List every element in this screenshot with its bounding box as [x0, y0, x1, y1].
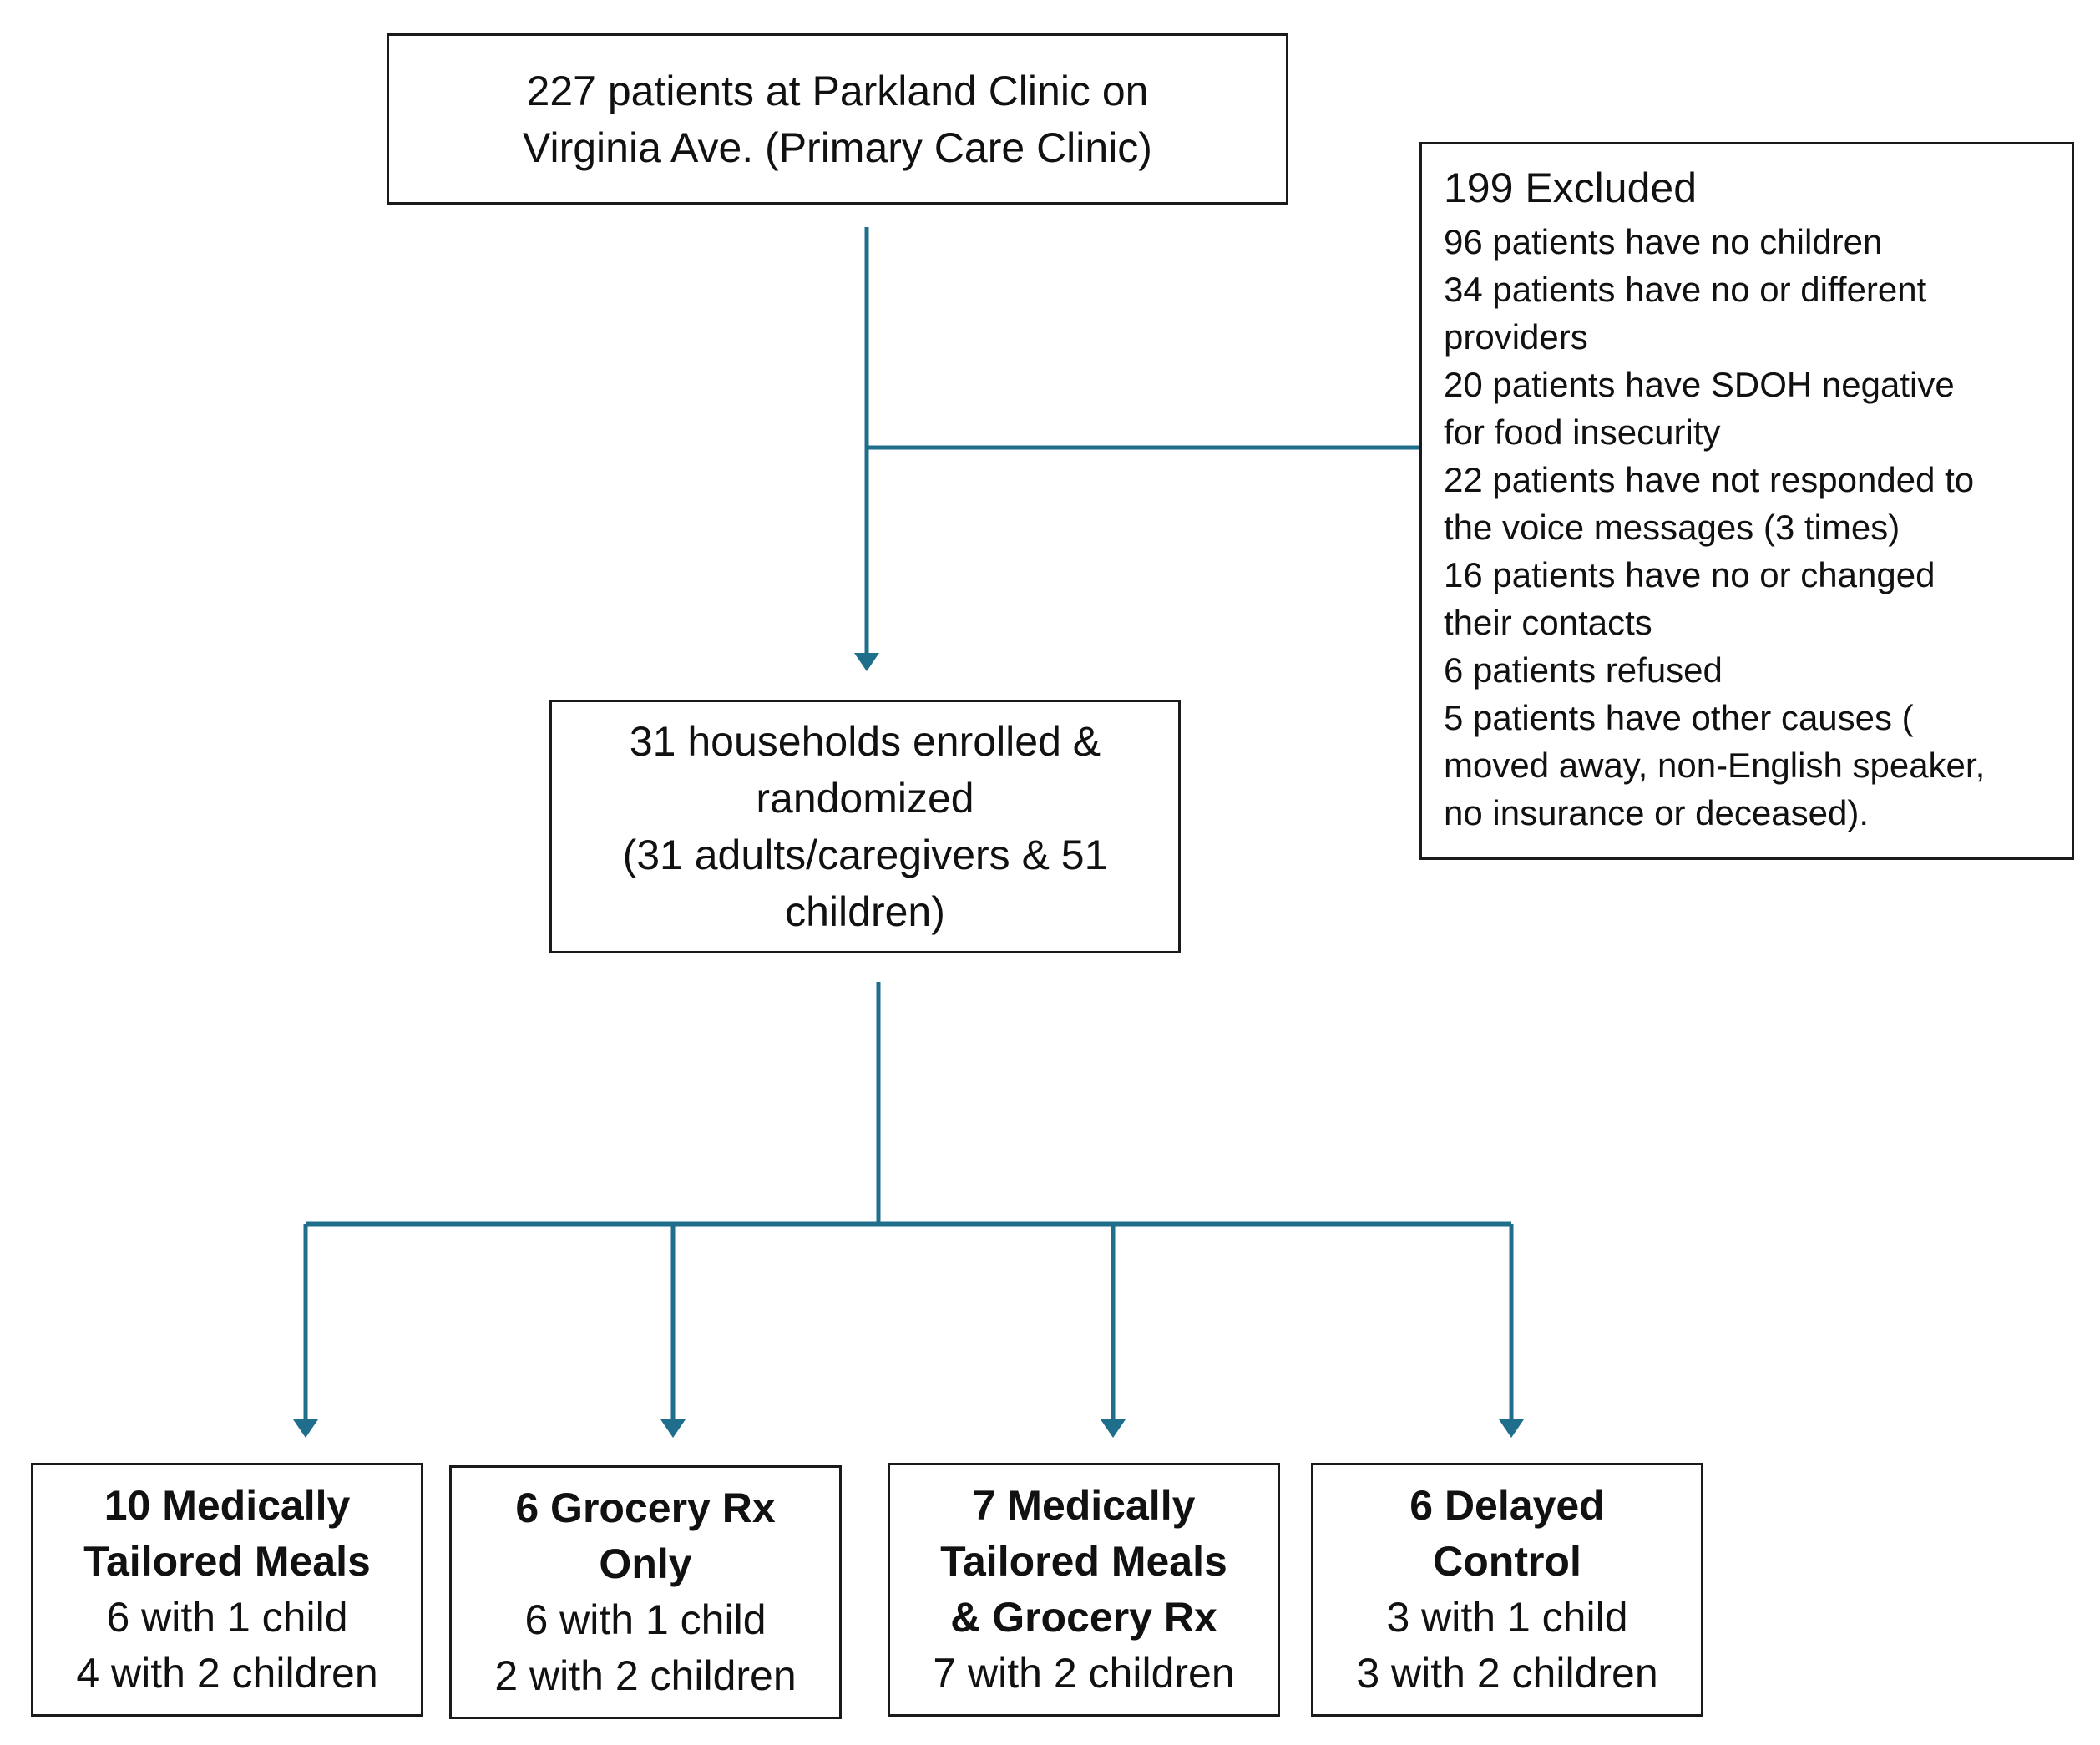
excluded-line: moved away, non-English speaker, [1444, 746, 1986, 785]
excluded-line: 96 patients have no children [1444, 222, 1883, 261]
excluded-line: for food insecurity [1444, 412, 1721, 452]
enrolled-line-3: (31 adults/caregivers & 51 [622, 832, 1108, 878]
excluded-line: 5 patients have other causes ( [1444, 698, 1914, 737]
source-population-line-2: Virginia Ave. (Primary Care Clinic) [523, 124, 1152, 171]
excluded-title: 199 Excluded [1444, 164, 1698, 211]
arm-box-delayed-control: 6 Delayed Control 3 with 1 child 3 with … [1311, 1463, 1703, 1717]
arrowhead-arm-4 [1499, 1419, 1524, 1438]
arm-title: Tailored Meals [83, 1538, 371, 1585]
arm-title: 7 Medically [972, 1482, 1196, 1529]
arm-title: 6 Grocery Rx [515, 1485, 776, 1531]
arm-box-meals-and-grocery-rx: 7 Medically Tailored Meals & Grocery Rx … [888, 1463, 1280, 1717]
arm-box-grocery-rx-only: 6 Grocery Rx Only 6 with 1 child 2 with … [449, 1465, 842, 1719]
arm-title: 6 Delayed [1409, 1482, 1605, 1529]
excluded-line: no insurance or deceased). [1444, 793, 1869, 832]
arm-detail: 3 with 1 child [1386, 1594, 1628, 1641]
excluded-line: 22 patients have not responded to [1444, 460, 1975, 499]
arm-detail: 2 with 2 children [494, 1652, 797, 1699]
arrowhead-arm-3 [1101, 1419, 1126, 1438]
excluded-line: 20 patients have SDOH negative [1444, 365, 1955, 404]
excluded-line: 34 patients have no or different [1444, 270, 1927, 309]
excluded-line: 6 patients refused [1444, 650, 1723, 690]
arrowhead-arm-2 [660, 1419, 686, 1438]
enrolled-box: 31 households enrolled & randomized (31 … [549, 700, 1181, 953]
arm-box-medically-tailored-meals: 10 Medically Tailored Meals 6 with 1 chi… [31, 1463, 423, 1717]
excluded-line: their contacts [1444, 603, 1652, 642]
enrolled-line-1: 31 households enrolled & [629, 718, 1101, 765]
arm-detail: 4 with 2 children [76, 1650, 378, 1697]
excluded-line: providers [1444, 317, 1588, 357]
arrowhead-arm-1 [293, 1419, 318, 1438]
excluded-box: 199 Excluded 96 patients have no childre… [1419, 142, 2074, 860]
source-population-line-1: 227 patients at Parkland Clinic on [526, 67, 1149, 114]
enrolled-line-4: children) [785, 888, 945, 935]
excluded-line: the voice messages (3 times) [1444, 508, 1900, 547]
excluded-line: 16 patients have no or changed [1444, 555, 1936, 594]
arm-title: 10 Medically [104, 1482, 351, 1529]
enrolled-line-2: randomized [756, 775, 974, 822]
arm-detail: 6 with 1 child [106, 1594, 348, 1641]
arrowhead-enrolled [854, 653, 879, 671]
arm-title: Tailored Meals [940, 1538, 1227, 1585]
arm-detail: 6 with 1 child [524, 1596, 767, 1643]
arm-title: Control [1433, 1538, 1581, 1585]
source-population-box: 227 patients at Parkland Clinic on Virgi… [387, 33, 1288, 205]
arm-title: Only [599, 1540, 692, 1587]
arm-detail: 7 with 2 children [933, 1650, 1235, 1697]
arm-title: & Grocery Rx [950, 1594, 1217, 1641]
arm-detail: 3 with 2 children [1356, 1650, 1658, 1697]
